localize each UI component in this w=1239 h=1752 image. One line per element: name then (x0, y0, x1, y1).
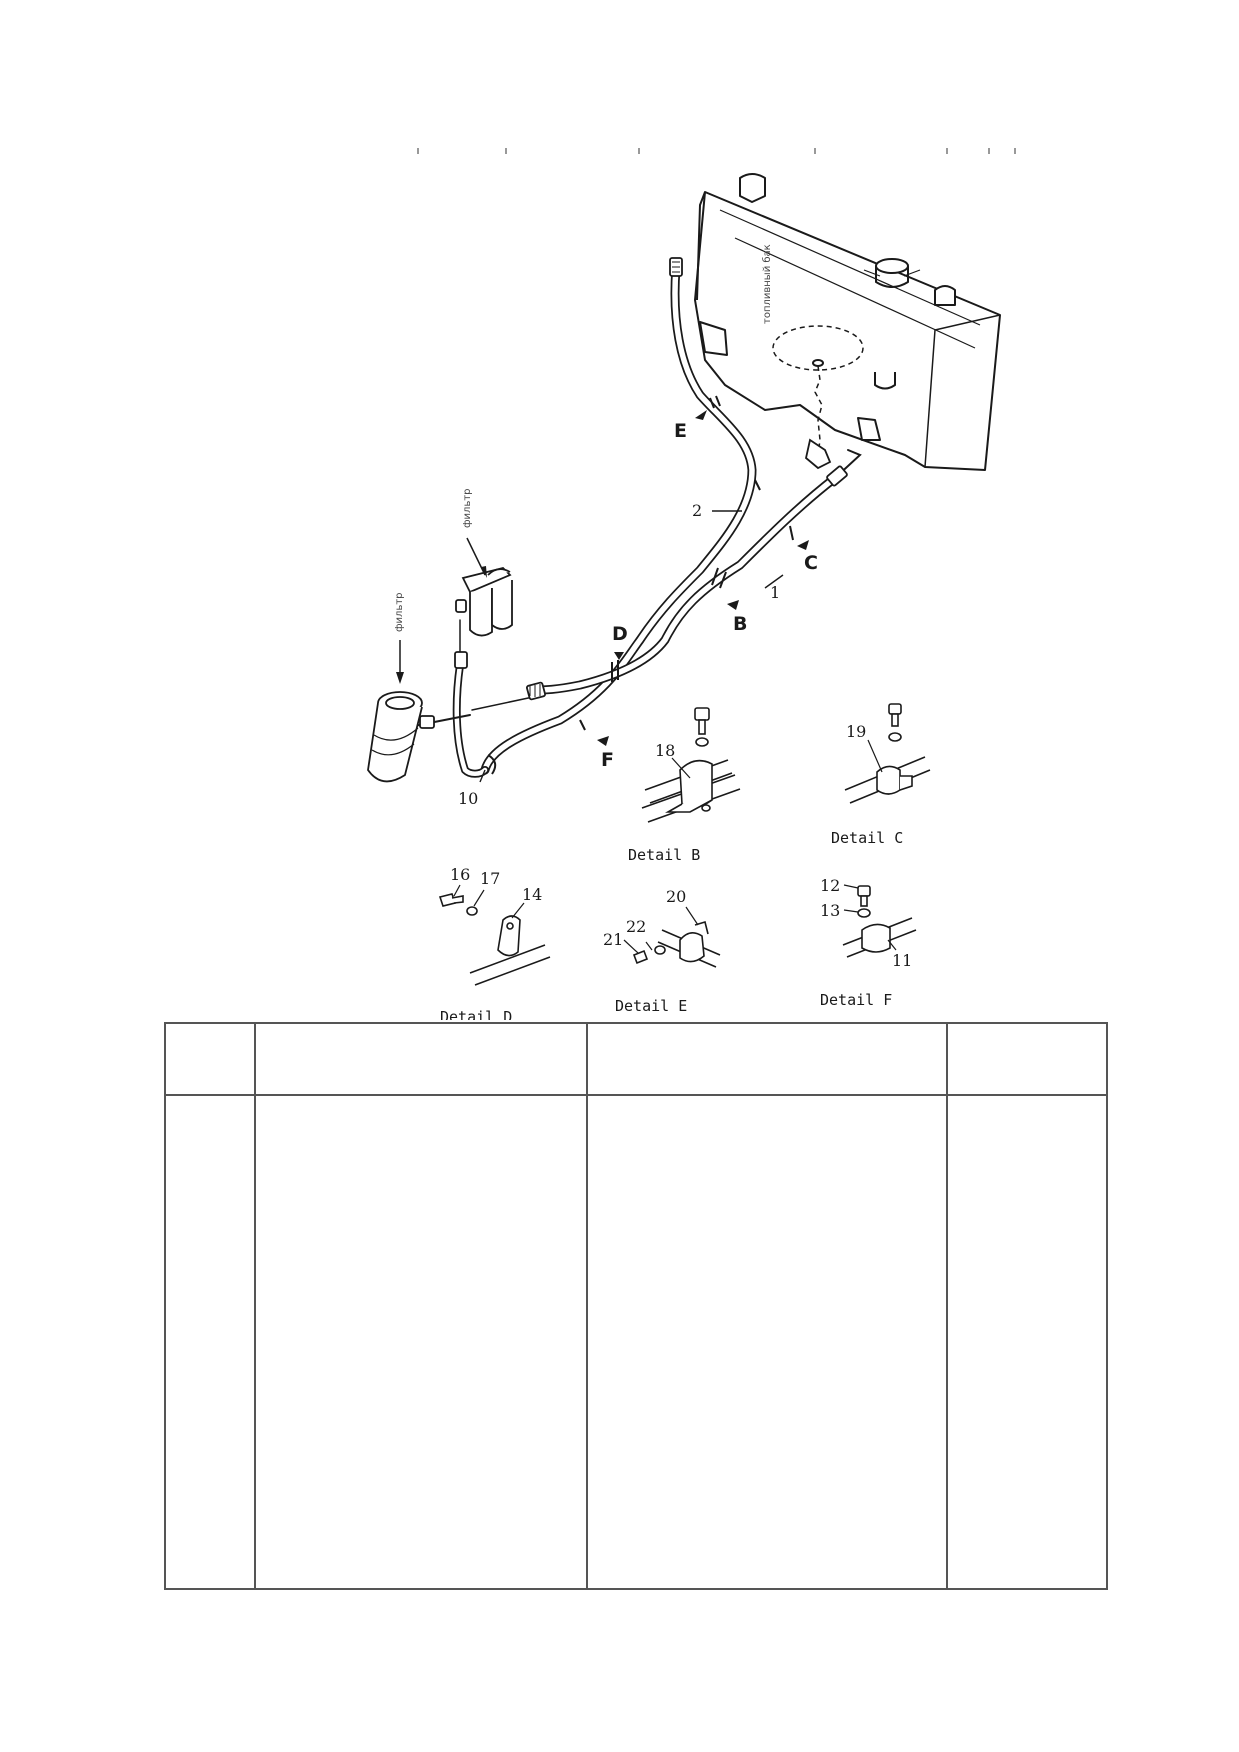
table-header-cell (588, 1024, 946, 1094)
detail-f-caption: Detail F (820, 991, 892, 1009)
detail-f-drawing (842, 885, 917, 958)
tank-label: топливный бак (762, 244, 773, 324)
table-header-divider (166, 1094, 1106, 1096)
view-letter-b: B (733, 613, 747, 635)
table-header-cell (256, 1024, 586, 1094)
view-letter-d: D (612, 623, 628, 645)
detail-d-caption: Detail D (440, 1008, 512, 1020)
callout-2: 2 (692, 501, 702, 520)
upper-filter-arrowhead (481, 566, 487, 578)
detail-e-leaders (623, 906, 699, 954)
hose-clamps (487, 395, 794, 775)
hose-fittings (454, 257, 848, 701)
view-arrows (597, 410, 809, 746)
left-filter-arrowhead (396, 672, 404, 684)
callout-16: 16 (450, 865, 470, 884)
view-letter-e: E (674, 420, 687, 442)
view-letter-c: C (804, 552, 818, 574)
detail-d-leaders (453, 884, 525, 919)
table-column-divider-3 (946, 1024, 948, 1588)
fuel-tank (694, 173, 1001, 471)
detail-b-drawing (641, 707, 741, 823)
detail-e-caption: Detail E (615, 997, 687, 1015)
detail-b-caption: Detail B (628, 846, 700, 864)
callout-12: 12 (820, 876, 840, 895)
detail-d-drawing (438, 893, 551, 986)
callout-13: 13 (820, 901, 840, 920)
fuel-hoses (413, 263, 862, 778)
parts-table (164, 1022, 1108, 1590)
callout-19: 19 (846, 722, 866, 741)
callout-17: 17 (480, 869, 500, 888)
view-letter-f: F (601, 749, 614, 771)
detail-b-leader (671, 757, 691, 779)
callout-21: 21 (603, 930, 623, 949)
table-column-divider-2 (586, 1024, 588, 1588)
detail-f-leaders (843, 884, 897, 951)
table-header-cell (166, 1024, 254, 1094)
detail-c-leader (867, 739, 883, 773)
callout-22: 22 (626, 917, 646, 936)
detail-c-caption: Detail C (831, 829, 903, 847)
callout-14: 14 (522, 885, 542, 904)
table-header-cell (948, 1024, 1108, 1094)
callout-20: 20 (666, 887, 686, 906)
upper-filter-arrow (466, 537, 486, 576)
left-filter (367, 691, 435, 783)
detail-e-drawing (632, 920, 721, 968)
callout-10: 10 (458, 789, 478, 808)
detail-c-drawing (844, 703, 931, 804)
callout-11: 11 (892, 951, 912, 970)
table-column-divider-1 (254, 1024, 256, 1588)
left-filter-label: фильтр (394, 592, 405, 632)
main-leaders (479, 510, 784, 783)
upper-filter-label: фильтр (462, 488, 473, 528)
fuel-line-assembly-diagram: топливный бак (367, 148, 1016, 1020)
callout-18: 18 (655, 741, 675, 760)
scan-ticks (417, 148, 1016, 154)
upper-filter (455, 567, 513, 637)
callout-1: 1 (770, 583, 780, 602)
